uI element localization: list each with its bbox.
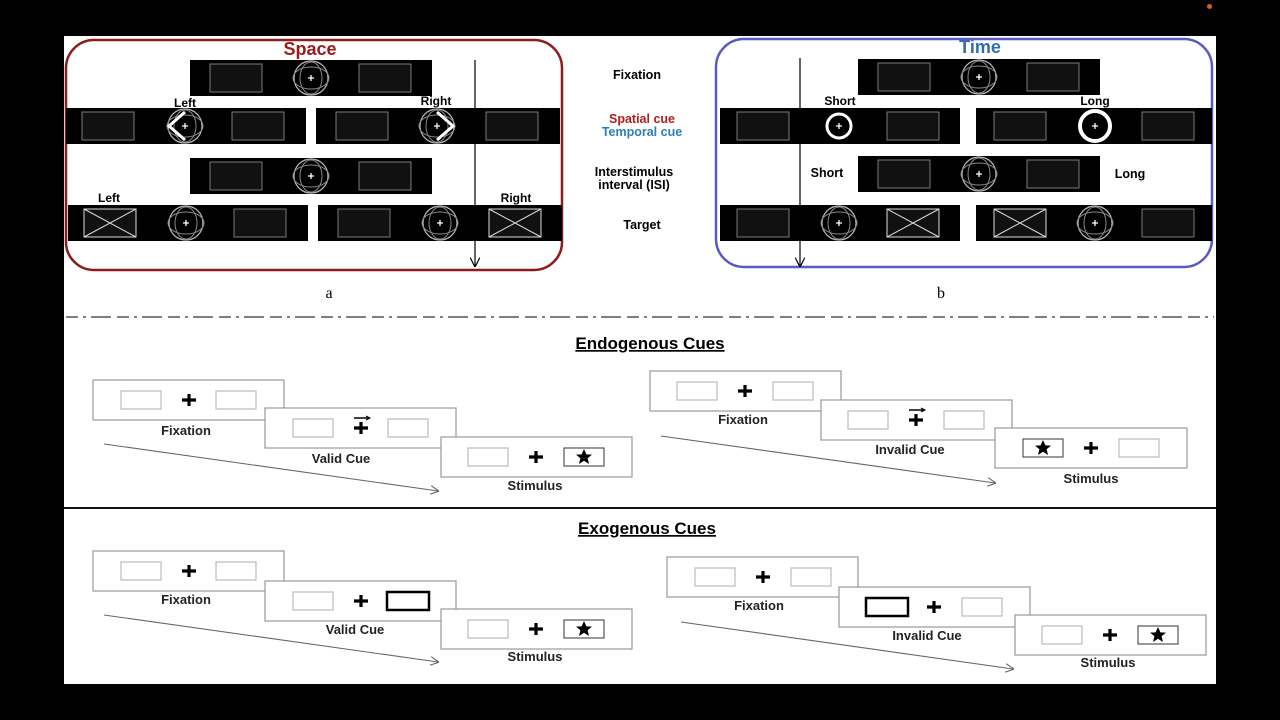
time-cue-long-screen	[976, 108, 1212, 144]
endo-valid-cue-label: Valid Cue	[312, 451, 371, 466]
exo-invalid-time-arrow	[680, 621, 1013, 669]
space-cue-left-screen	[66, 108, 306, 144]
exo-valid-stimulus-frame	[440, 608, 633, 650]
space-left-label: Left	[174, 96, 196, 110]
endogenous-section: Endogenous Cues Fixation Valid Cue Stimu…	[92, 334, 1188, 493]
exogenous-section: Exogenous Cues Fixation Valid Cue Stimul…	[92, 519, 1207, 670]
slide: Space Left Right Left Right	[64, 36, 1216, 684]
space-title: Space	[283, 39, 336, 59]
endo-invalid-fixation-frame	[649, 370, 842, 412]
exo-valid-stimulus-label: Stimulus	[508, 649, 563, 664]
stage-temporal-cue: Temporal cue	[602, 125, 682, 139]
endogenous-title: Endogenous Cues	[575, 334, 724, 353]
stage-target: Target	[623, 218, 661, 232]
endo-valid-stimulus-label: Stimulus	[508, 478, 563, 493]
exo-valid-cue-label: Valid Cue	[326, 622, 385, 637]
space-caption: a	[325, 285, 332, 302]
endo-valid-fixation-label: Fixation	[161, 423, 211, 438]
endo-invalid-stimulus-label: Stimulus	[1064, 471, 1119, 486]
time-target-long-screen	[976, 205, 1212, 241]
space-fixation-screen	[190, 60, 432, 96]
time-short-isi-label: Short	[811, 166, 844, 180]
exo-valid-fixation-frame	[92, 550, 285, 592]
time-target-short-screen	[720, 205, 960, 241]
endo-invalid-time-arrow	[660, 435, 995, 483]
exo-invalid-fixation-label: Fixation	[734, 598, 784, 613]
endo-valid-cue-frame	[264, 407, 457, 449]
time-long-label: Long	[1080, 94, 1109, 108]
stage-labels: Fixation Spatial cue Temporal cue Inters…	[595, 68, 682, 232]
space-left-target-label: Left	[98, 191, 120, 205]
space-cue-right-screen	[316, 108, 560, 144]
endo-invalid-cue-frame	[820, 399, 1013, 441]
stage-isi-line2: interval (ISI)	[598, 178, 670, 192]
endo-valid-time-arrow	[103, 443, 438, 491]
exogenous-title: Exogenous Cues	[578, 519, 716, 538]
time-fixation-screen	[858, 59, 1100, 95]
space-panel-border	[64, 38, 564, 272]
space-target-left-screen	[68, 205, 308, 241]
exo-invalid-stimulus-frame	[1014, 614, 1207, 656]
figure-canvas: Space Left Right Left Right	[64, 37, 1216, 684]
exo-valid-cue-frame	[264, 580, 457, 622]
space-target-right-screen	[318, 205, 562, 241]
exo-valid-fixation-label: Fixation	[161, 592, 211, 607]
endo-invalid-fixation-label: Fixation	[718, 412, 768, 427]
time-cue-short-screen	[720, 108, 960, 144]
exo-valid-time-arrow	[103, 614, 438, 662]
time-isi-screen	[858, 156, 1100, 192]
endo-invalid-stimulus-frame	[994, 427, 1188, 469]
recording-indicator	[1207, 4, 1212, 9]
stage-fixation: Fixation	[613, 68, 661, 82]
exo-invalid-cue-label: Invalid Cue	[892, 628, 961, 643]
space-isi-screen	[190, 158, 432, 194]
space-right-label: Right	[421, 94, 452, 108]
time-long-isi-label: Long	[1115, 167, 1146, 181]
time-panel-border	[714, 37, 1214, 269]
time-panel: Time Short Long Short Long b	[714, 37, 1214, 302]
space-right-target-label: Right	[501, 191, 532, 205]
exo-invalid-stimulus-label: Stimulus	[1081, 655, 1136, 670]
stage-isi-line1: Interstimulus	[595, 165, 674, 179]
stage-spatial-cue: Spatial cue	[609, 112, 675, 126]
time-short-label: Short	[824, 94, 855, 108]
endo-valid-fixation-frame	[92, 379, 285, 421]
space-panel: Space Left Right Left Right	[64, 38, 564, 302]
cropped-caption-strip	[64, 312, 1216, 318]
endo-invalid-cue-label: Invalid Cue	[875, 442, 944, 457]
endo-valid-stimulus-frame	[440, 436, 633, 478]
exo-invalid-fixation-frame	[666, 556, 859, 598]
time-caption: b	[937, 285, 945, 302]
time-title: Time	[959, 37, 1001, 57]
exo-invalid-cue-frame	[838, 586, 1031, 628]
